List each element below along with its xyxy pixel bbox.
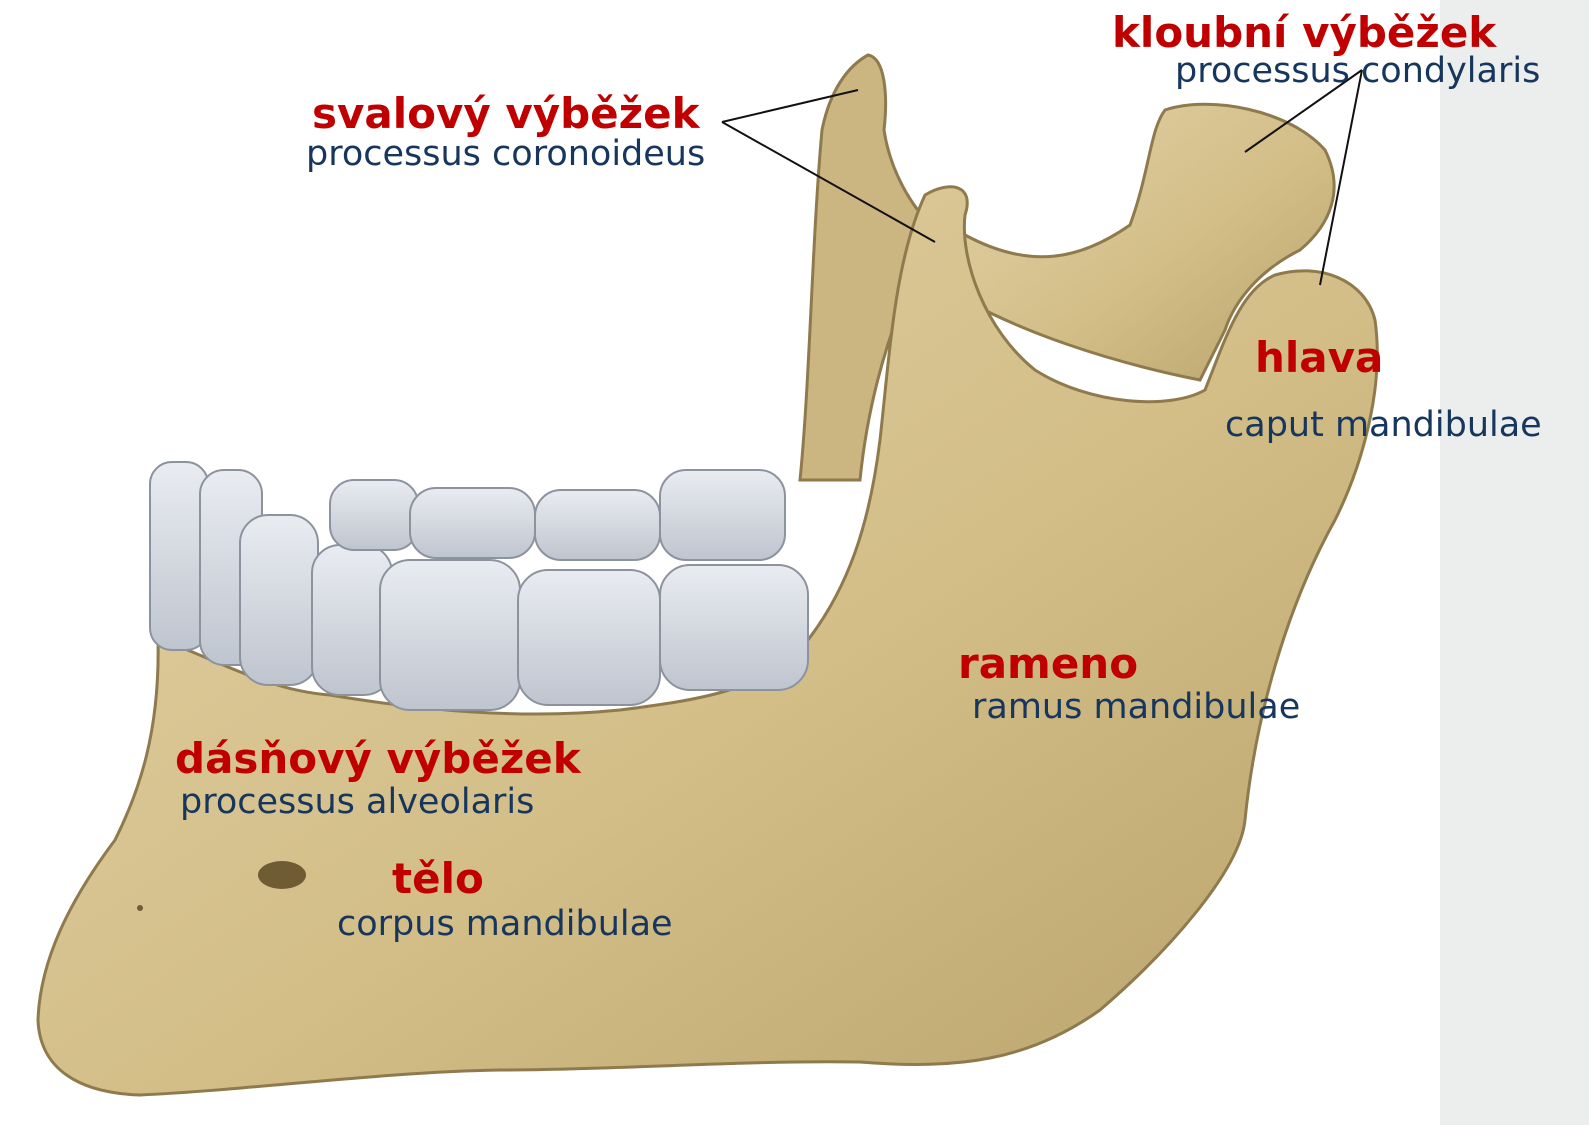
label-coronoid-czech: svalový výběžek bbox=[312, 93, 700, 135]
bone-dot bbox=[137, 905, 143, 911]
label-ramus-latin: ramus mandibulae bbox=[972, 690, 1300, 725]
label-head-latin: caput mandibulae bbox=[1225, 408, 1542, 443]
label-condylar-latin: processus condylaris bbox=[1175, 54, 1540, 89]
label-body-latin: corpus mandibulae bbox=[337, 907, 673, 942]
label-coronoid-latin: processus coronoideus bbox=[306, 137, 705, 172]
label-ramus-czech: rameno bbox=[958, 643, 1138, 685]
label-head-czech: hlava bbox=[1255, 337, 1383, 379]
mental-foramen bbox=[258, 861, 306, 889]
teeth bbox=[150, 462, 808, 710]
label-condylar-czech: kloubní výběžek bbox=[1112, 12, 1496, 54]
label-alveolar-czech: dásňový výběžek bbox=[175, 738, 581, 780]
label-alveolar-latin: processus alveolaris bbox=[180, 785, 534, 820]
label-body-czech: tělo bbox=[392, 858, 484, 900]
